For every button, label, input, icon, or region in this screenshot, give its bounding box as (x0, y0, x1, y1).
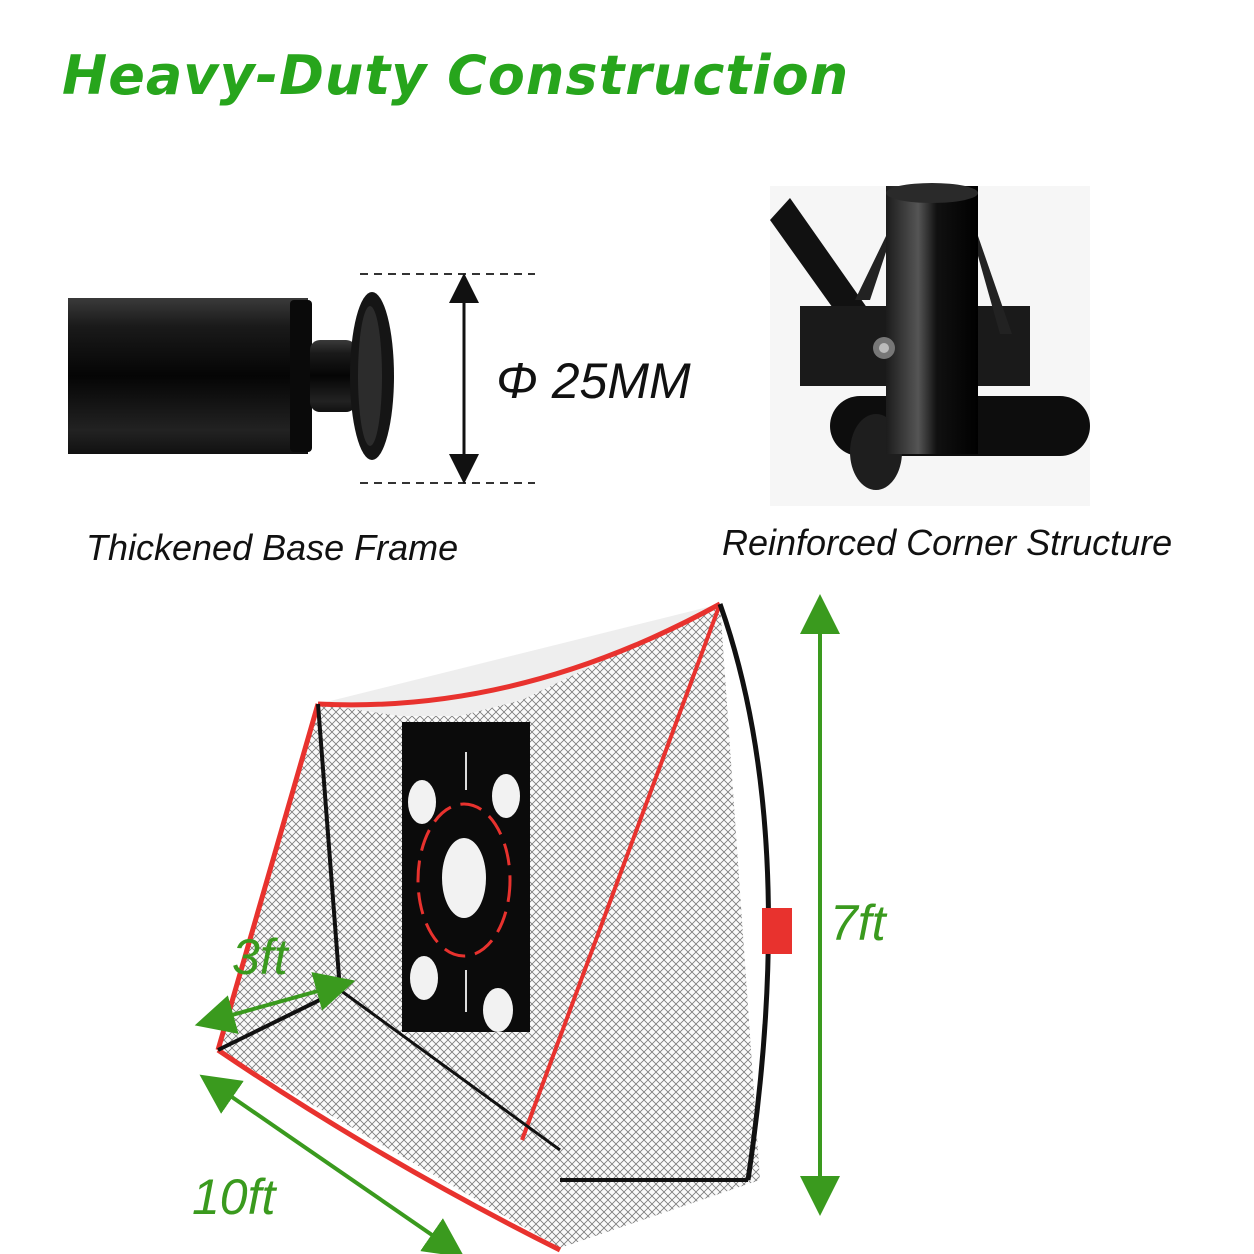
diameter-label: Φ 25MM (496, 353, 691, 409)
width-dimension-arrow (199, 1074, 465, 1254)
target-panel (402, 722, 530, 1032)
width-label: 10ft (192, 1169, 276, 1225)
height-label: 7ft (830, 895, 886, 951)
base-frame-tube-illustration (68, 292, 394, 460)
diameter-dimension-marker (360, 273, 535, 484)
corner-structure-caption: Reinforced Corner Structure (722, 522, 1173, 563)
page-title: Heavy-Duty Construction (62, 44, 850, 107)
corner-structure-photo (770, 183, 1090, 506)
depth-dimension-arrow (194, 972, 356, 1034)
base-frame-caption: Thickened Base Frame (86, 527, 459, 568)
golf-net-illustration (215, 601, 792, 1253)
depth-label: 3ft (232, 929, 288, 985)
